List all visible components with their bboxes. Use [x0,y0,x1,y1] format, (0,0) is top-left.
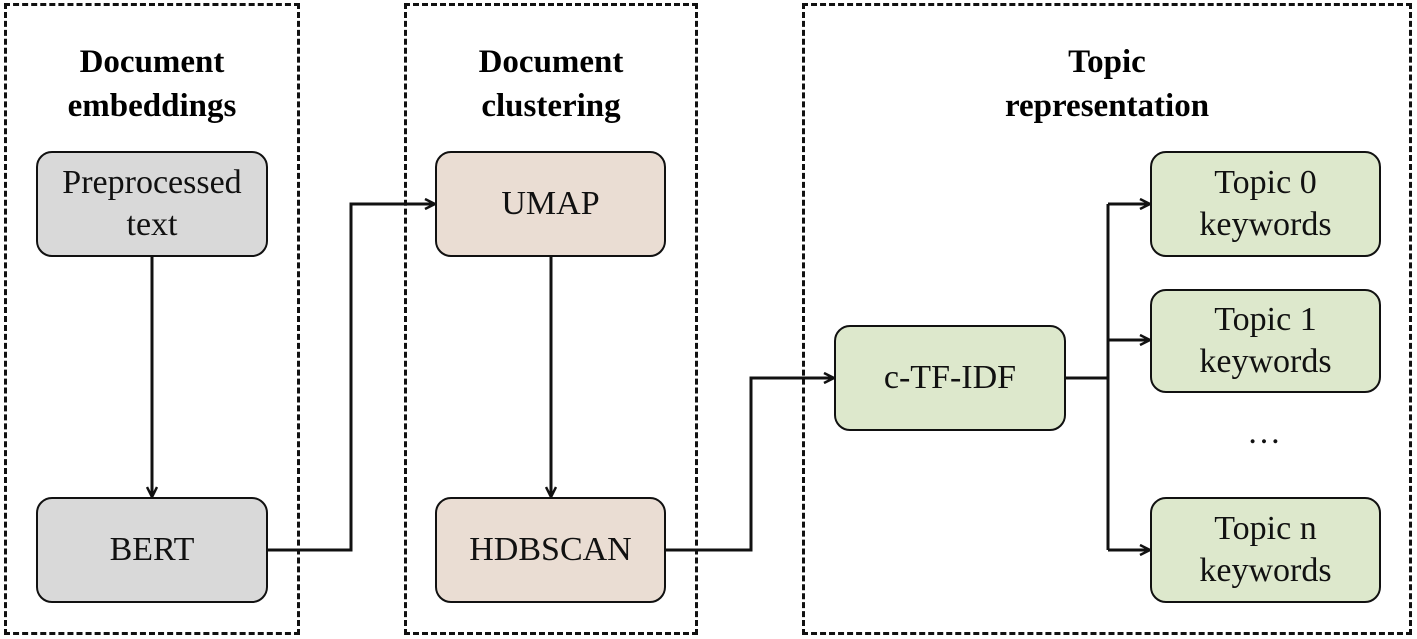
node-c-tf-idf: c-TF-IDF [834,325,1066,431]
panel-title-clustering: Document clustering [478,44,624,124]
node-bert: BERT [36,497,268,603]
panel-topic-representation: Topic representation [802,3,1412,635]
ellipsis: … [1247,414,1281,451]
panel-title-representation: Topic representation [1004,44,1210,124]
node-preprocessed-text: Preprocessed text [36,151,268,257]
node-topic-0-keywords: Topic 0 keywords [1150,151,1381,257]
panel-document-embeddings: Document embeddings [4,3,300,635]
node-hdbscan: HDBSCAN [435,497,666,603]
edge-hdbscan-to-ctfidf [666,378,834,552]
node-topic-1-keywords: Topic 1 keywords [1150,289,1381,393]
panel-document-clustering: Document clustering [404,3,698,635]
edge-bert-to-umap [268,204,435,552]
node-umap: UMAP [435,151,666,257]
panel-title-embeddings: Document embeddings [67,44,237,124]
node-topic-n-keywords: Topic n keywords [1150,497,1381,603]
